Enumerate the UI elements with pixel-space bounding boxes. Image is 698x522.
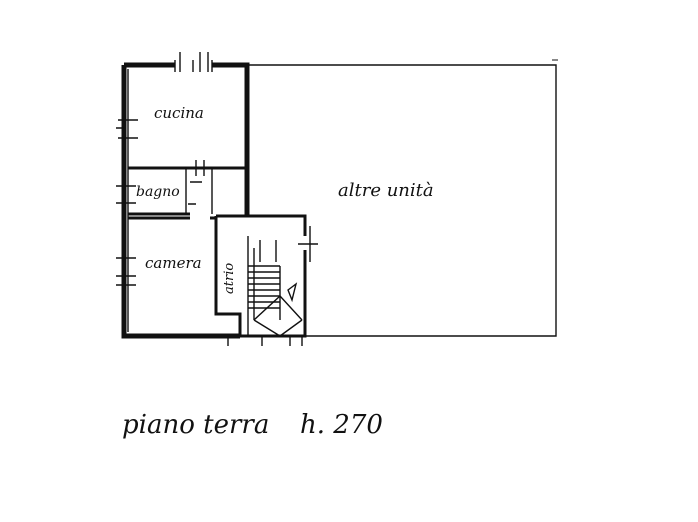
interior-partitions — [128, 160, 247, 314]
room-label-bedroom: camera — [145, 254, 202, 272]
room-label-bathroom: bagno — [136, 184, 180, 200]
room-label-other-units: altre unità — [338, 180, 434, 201]
floor-caption: piano terra — [122, 410, 269, 440]
height-caption: h. 270 — [300, 410, 383, 440]
window-marks — [116, 52, 318, 346]
staircase — [247, 236, 303, 337]
other-units-outline — [247, 59, 558, 337]
room-label-hall: atrio — [222, 263, 237, 294]
room-label-kitchen: cucina — [154, 104, 204, 122]
